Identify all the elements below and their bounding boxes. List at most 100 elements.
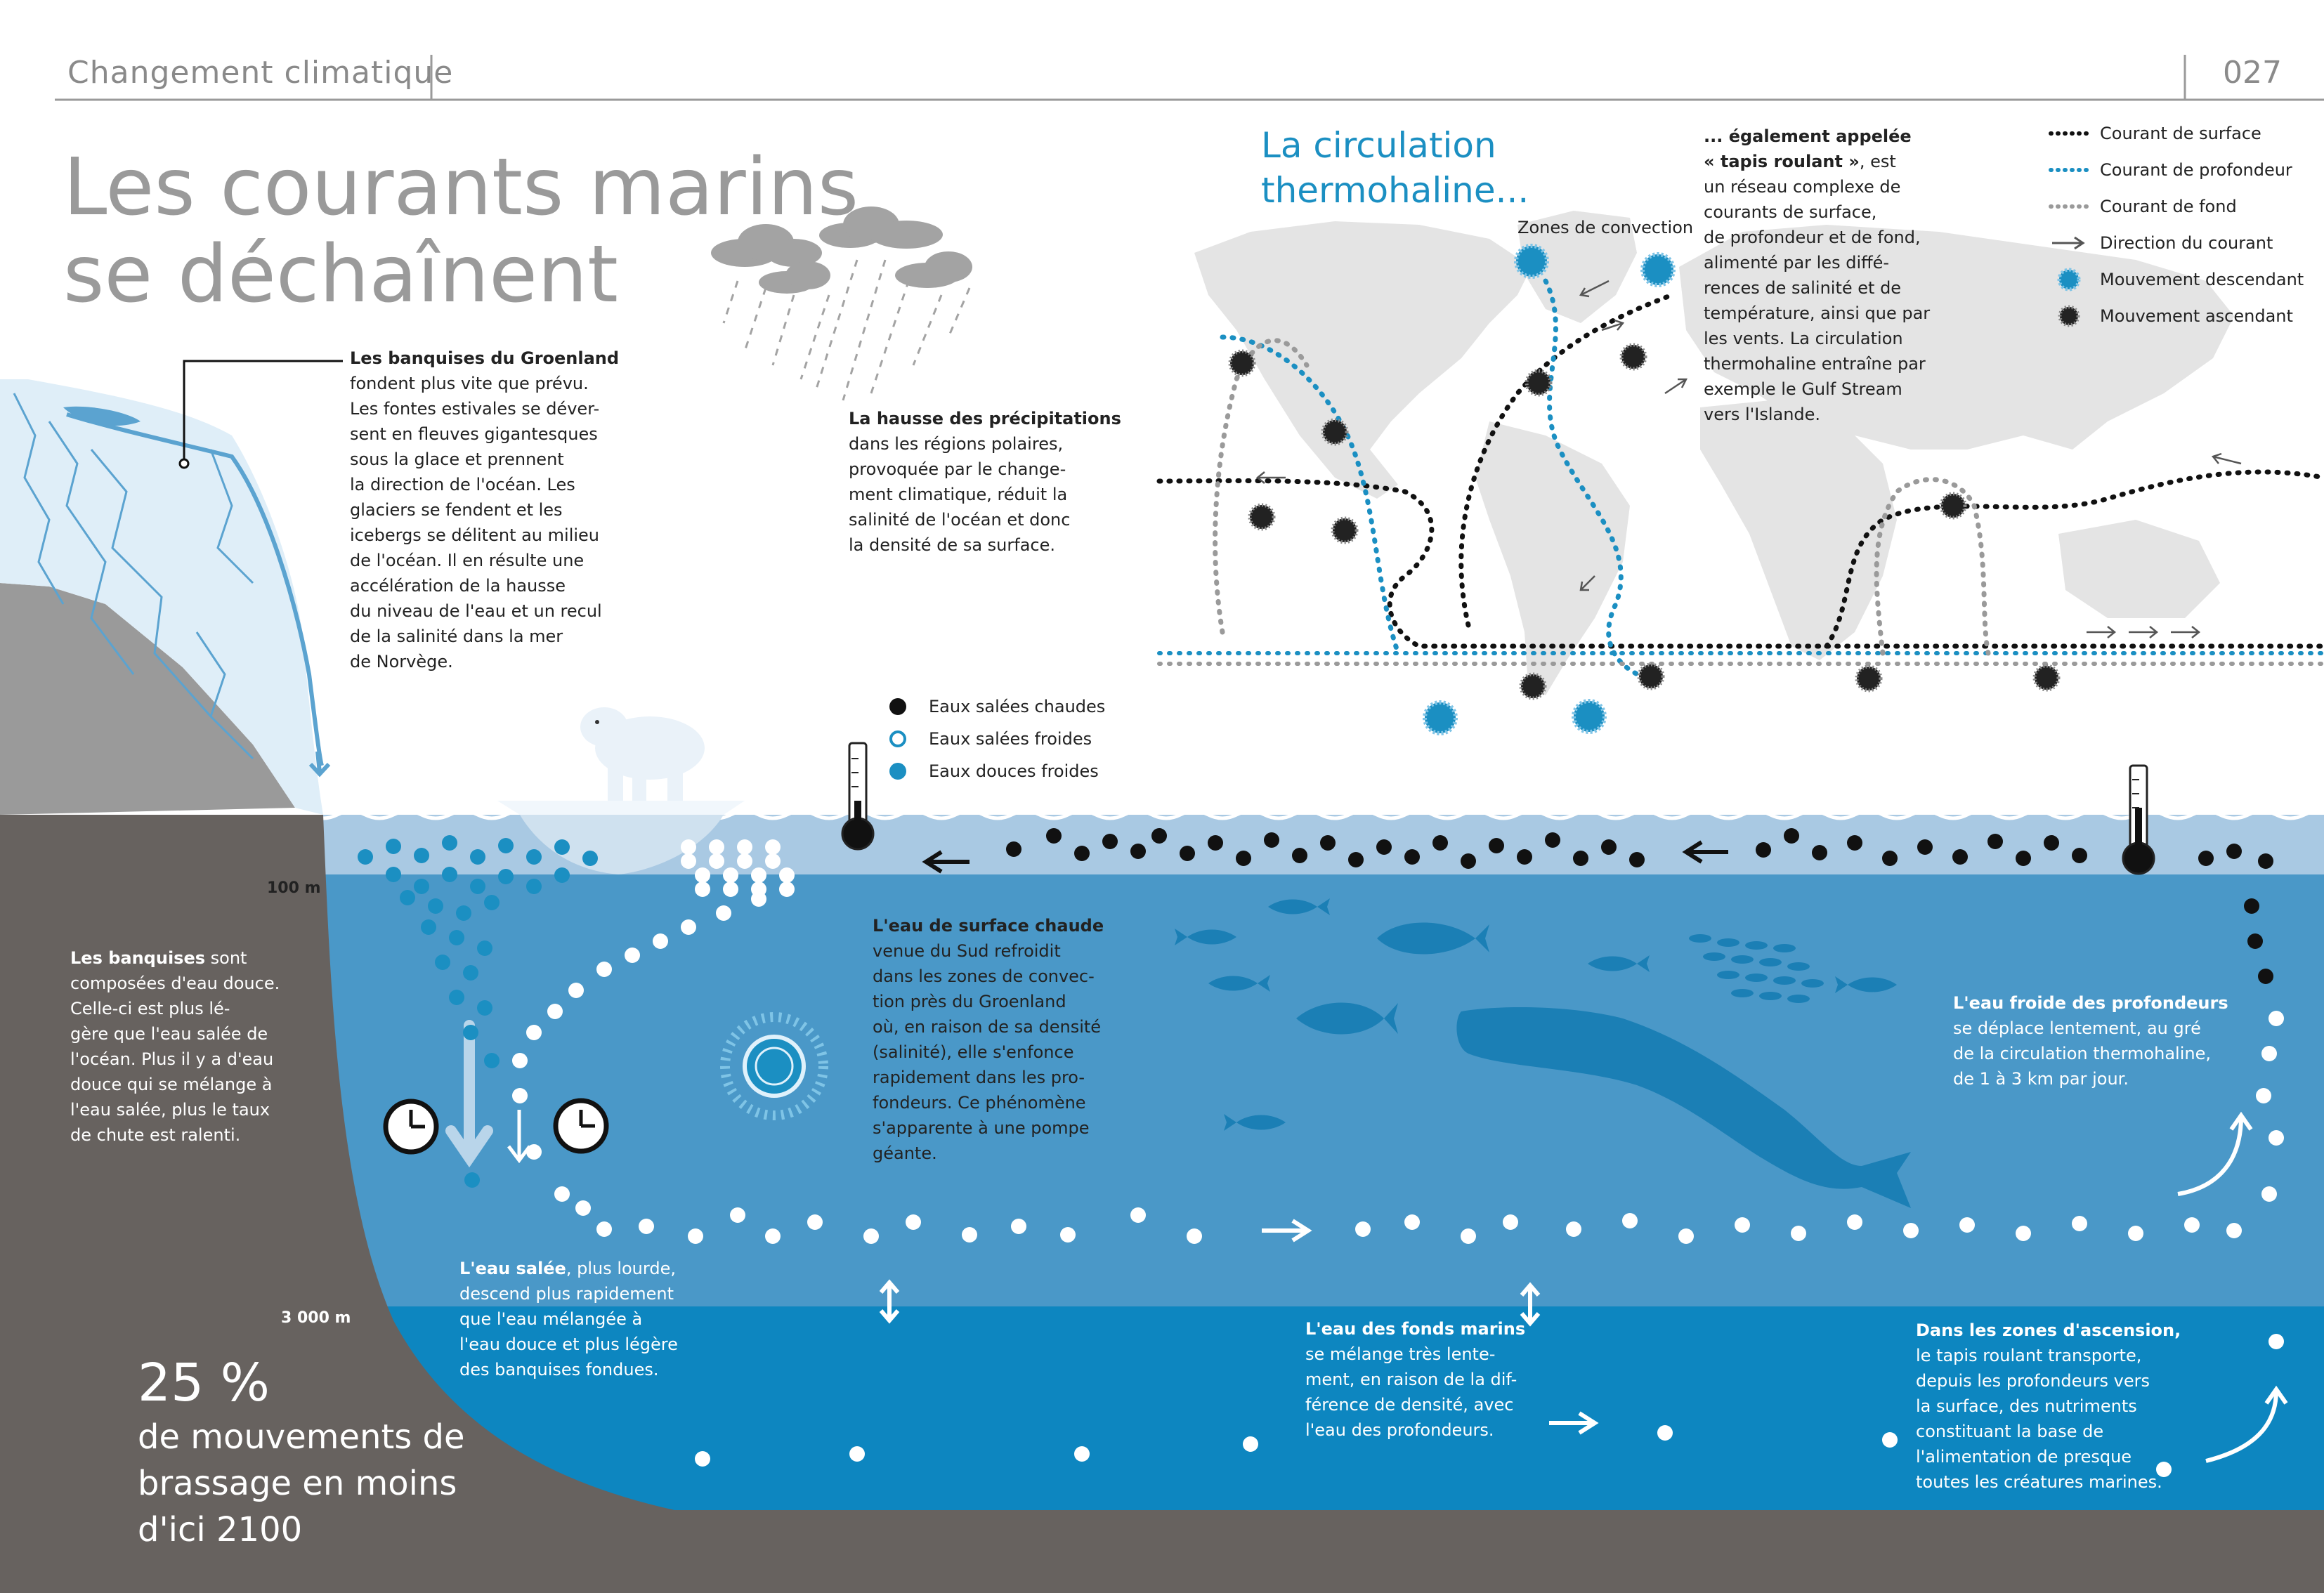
fresh-cold-water-dot [414, 879, 429, 894]
greenland-lines-line: la direction de l'océan. Les [350, 475, 575, 494]
cold-salty-water-dot [1130, 1207, 1146, 1223]
eau-salee-lines-line: l'eau douce et plus légère [459, 1335, 678, 1354]
page-title: Les courants marins se déchaînent [63, 144, 859, 318]
hot-salty-water-dot [1102, 834, 1118, 849]
map-text-bold-2: « tapis roulant » [1704, 152, 1860, 171]
eau-froide-lines-line: de la circulation thermohaline, [1953, 1044, 2211, 1063]
hot-salty-water-dot [1882, 851, 1898, 866]
hot-salty-water-dot [1601, 839, 1617, 855]
bottom-legend-icon [2049, 204, 2089, 209]
cold-salty-water-dot [1566, 1221, 1581, 1237]
hot-salty-water-dot [1180, 846, 1195, 861]
stat-block: 25 % de mouvements de brassage en moins … [138, 1352, 465, 1553]
greenland-lines-line: icebergs se délitent au milieu [350, 525, 600, 545]
legend-label: Courant de surface [2100, 124, 2261, 143]
eau-froide-lines-line: se déplace lentement, au gré [1953, 1018, 2201, 1038]
water-particles [358, 828, 2284, 1477]
map-descending-markers [1423, 244, 1676, 735]
hot-salty-water-dot [1847, 835, 1862, 851]
fish-5 [1296, 1002, 1398, 1035]
fonds-marins-lines-line: férence de densité, avec [1305, 1395, 1514, 1415]
cold-salty-water-dot [625, 948, 640, 963]
banquises-lines-line: gère que l'eau salée de [70, 1024, 268, 1044]
fresh-cold-water-dot [428, 898, 443, 914]
land-greenland [1517, 211, 1637, 323]
fresh-cold-water-dot [414, 848, 429, 863]
fresh-cold-water-dot [442, 867, 457, 882]
map-direction-arrows [1255, 280, 2242, 638]
hot-salty-water-dot [2258, 853, 2273, 869]
legend-label: Eaux salées chaudes [929, 697, 1106, 716]
cold-salty-water-dot [681, 919, 696, 935]
clock-left [383, 1099, 439, 1155]
fresh-cold-water-dot [526, 849, 542, 865]
cold-salty-water-dot [906, 1214, 921, 1230]
land-australia [2058, 520, 2220, 618]
surface-chaude-bold: L'eau de surface chaude [873, 916, 1104, 936]
map-text-lines-line: température, ainsi que par [1704, 303, 1931, 323]
legend-label: Mouvement descendant [2100, 270, 2304, 289]
banquises-lines-line: composées d'eau douce. [70, 973, 280, 993]
cold-salty-water-dot [1959, 1217, 1975, 1233]
banquises-text: Les banquises sont composées d'eau douce… [70, 945, 281, 1148]
current-deep-pacific [1220, 334, 1401, 656]
hot-salty-water-dot [1074, 846, 1090, 861]
cold-salty-water-dot [1678, 1228, 1694, 1244]
cold-salty-water-dot [2226, 1223, 2242, 1238]
hot-salty-water-dot [1151, 828, 1167, 844]
greenland-lines: fondent plus vite que prévu.Les fontes e… [350, 371, 645, 674]
fresh-cold-water-dot [386, 839, 401, 854]
ascension-lines-line: la surface, des nutriments [1916, 1396, 2137, 1416]
hot-salty-water-dot [2044, 835, 2059, 851]
cold-salty-water-dot [1847, 1214, 1862, 1230]
fish-3 [1377, 922, 1489, 955]
precip-lines-line: ment climatique, réduit la [849, 485, 1068, 504]
hot-salty-water-dot [1348, 852, 1364, 867]
banquises-lines: composées d'eau douce.Celle-ci est plus … [70, 971, 281, 1148]
fresh-cold-water-dot [484, 1053, 500, 1068]
map-title-line-1: La circulation [1261, 125, 1496, 166]
fresh-cold-water-dot [498, 869, 514, 884]
cold-salty-water-dot [2261, 1186, 2277, 1202]
glacier-cracks [13, 393, 254, 760]
ascension-lines-line: constituant la base de [1916, 1422, 2104, 1441]
cold-salty-water-dot [2256, 1088, 2271, 1103]
fresh-cold-water-dot [358, 849, 373, 865]
world-map [1194, 211, 2234, 695]
eau-froide-lines: se déplace lentement, au gré de la circul… [1953, 1016, 2234, 1092]
fresh-cold-water-dot [526, 879, 542, 894]
map-text-lines-line: les vents. La circulation [1704, 329, 1903, 348]
fresh-cold-water-dot [449, 930, 464, 945]
cold-salty-water-dot [849, 1446, 865, 1462]
iceberg-below [520, 815, 724, 874]
cold-salty-water-dot [723, 867, 738, 883]
hot-salty-water-dot [2226, 844, 2242, 859]
ascension-lines-line: l'alimentation de presque [1916, 1447, 2132, 1467]
precip-lines-line: la densité de sa surface. [849, 535, 1055, 555]
current-bottom-pacific [1213, 338, 1310, 635]
cold-salty-water-dot [512, 1088, 528, 1103]
greenland-text: Les banquises du Groenland fondent plus … [350, 346, 645, 674]
legend-label: Eaux salées froides [929, 729, 1092, 749]
fresh-cold-water-dot [464, 1172, 480, 1188]
thermometer-right [2122, 764, 2155, 875]
map-text-lines-line: exemple le Gulf Stream [1704, 379, 1902, 399]
surface-legend-icon [2049, 131, 2089, 136]
hot-salty-water-dot [1952, 849, 1968, 865]
descending-arrow-small [507, 1110, 531, 1164]
fresh-cold-water-dot [554, 839, 570, 855]
cold-salty-water-dot [779, 867, 795, 883]
precip-lines-line: salinité de l'océan et donc [849, 510, 1071, 530]
fresh-legend-icon [889, 763, 906, 780]
greenland-lines-line: sent en fleuves gigantesques [350, 424, 598, 444]
ascension-lines: le tapis roulant transporte,depuis les p… [1916, 1343, 2183, 1495]
cold-salty-water-dot [1882, 1432, 1898, 1448]
legend-item: Courant de surface [2048, 119, 2261, 148]
deep-arrow-1 [1262, 1219, 1312, 1243]
cold-salty-water-dot [2268, 1334, 2284, 1349]
hot-salty-water-dot [1461, 853, 1476, 869]
fresh-cold-water-dot [554, 867, 570, 883]
fish-1 [1175, 929, 1236, 945]
map-currents [1156, 278, 2324, 684]
